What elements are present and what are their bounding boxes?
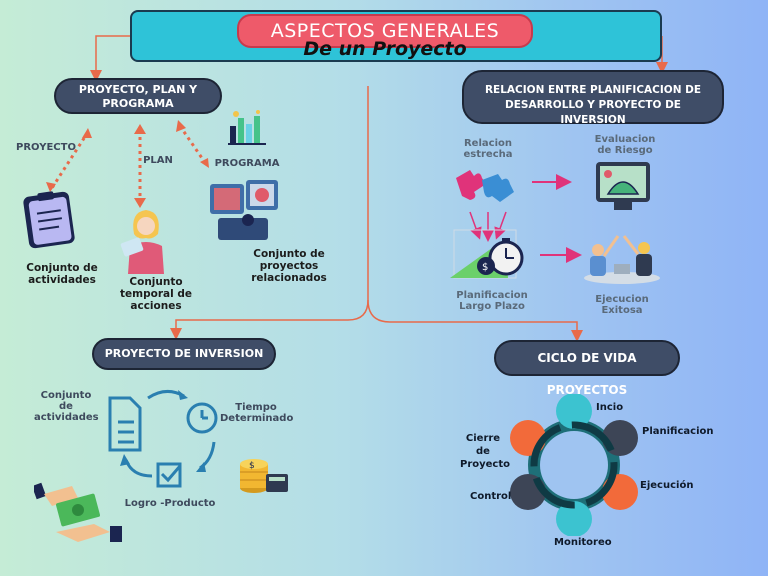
coins-calculator-icon: $ — [240, 459, 288, 493]
investment-cycle-diagram — [108, 390, 218, 488]
page-title: ASPECTOS GENERALES — [237, 14, 533, 48]
desc-plan: Conjunto temporal de acciones — [120, 276, 192, 312]
life-cycle-wheel — [510, 394, 638, 536]
clipboard-icon — [23, 191, 75, 249]
monitors-workspace-icon — [210, 180, 278, 240]
label-tiempo: Tiempo Determinado — [220, 402, 294, 424]
desc-programa: Conjunto de proyectos relacionados — [251, 248, 327, 284]
money-handover-icon — [34, 482, 122, 542]
stage-node-inicio — [556, 394, 592, 429]
label-actividades: Conjunto de actividades — [34, 390, 99, 423]
stage-node-monitoreo — [556, 501, 592, 536]
stage-inicio: Incio — [596, 402, 624, 413]
bar-chart-icon — [228, 110, 266, 145]
label-logro: Logro -Producto — [124, 498, 216, 509]
label-evaluacion: Evaluacion de Riesgo — [594, 134, 656, 156]
heading-proyecto-inversion: PROYECTO DE INVERSION — [92, 338, 276, 370]
svg-text:$: $ — [249, 461, 255, 471]
puzzle-icon — [456, 170, 514, 202]
desc-proyecto: Conjunto de actividades — [26, 262, 98, 286]
label-plan: PLAN — [143, 155, 173, 166]
stage-planificacion: Planificacion — [642, 426, 714, 437]
thinking-woman-icon — [120, 210, 164, 274]
label-ejecucion: Ejecucion Exitosa — [595, 294, 649, 316]
stage-monitoreo: Monitoreo — [554, 537, 612, 548]
growth-stopwatch-icon: $ — [450, 229, 524, 279]
stage-cierre: Cierre de Proyecto — [460, 433, 511, 470]
label-programa: PROGRAMA — [214, 158, 280, 169]
team-success-icon — [584, 235, 660, 284]
risk-evaluation-icon — [596, 162, 650, 210]
heading-relacion-planificacion: RELACION ENTRE PLANIFICACION DE DESARROL… — [462, 70, 724, 126]
svg-text:$: $ — [482, 262, 488, 273]
label-proyecto: PROYECTO — [16, 142, 76, 153]
heading-ciclo-vida: CICLO DE VIDA PROYECTOS — [494, 340, 680, 397]
label-planificacion: Planificacion Largo Plazo — [456, 290, 528, 312]
stage-control: Control — [470, 491, 512, 502]
page-subtitle: De un Proyecto — [303, 38, 467, 60]
stage-ejecucion: Ejecución — [640, 480, 694, 491]
heading-proyecto-plan-programa: PROYECTO, PLAN Y PROGRAMA — [54, 78, 222, 114]
label-relacion: Relacion estrecha — [463, 138, 513, 160]
